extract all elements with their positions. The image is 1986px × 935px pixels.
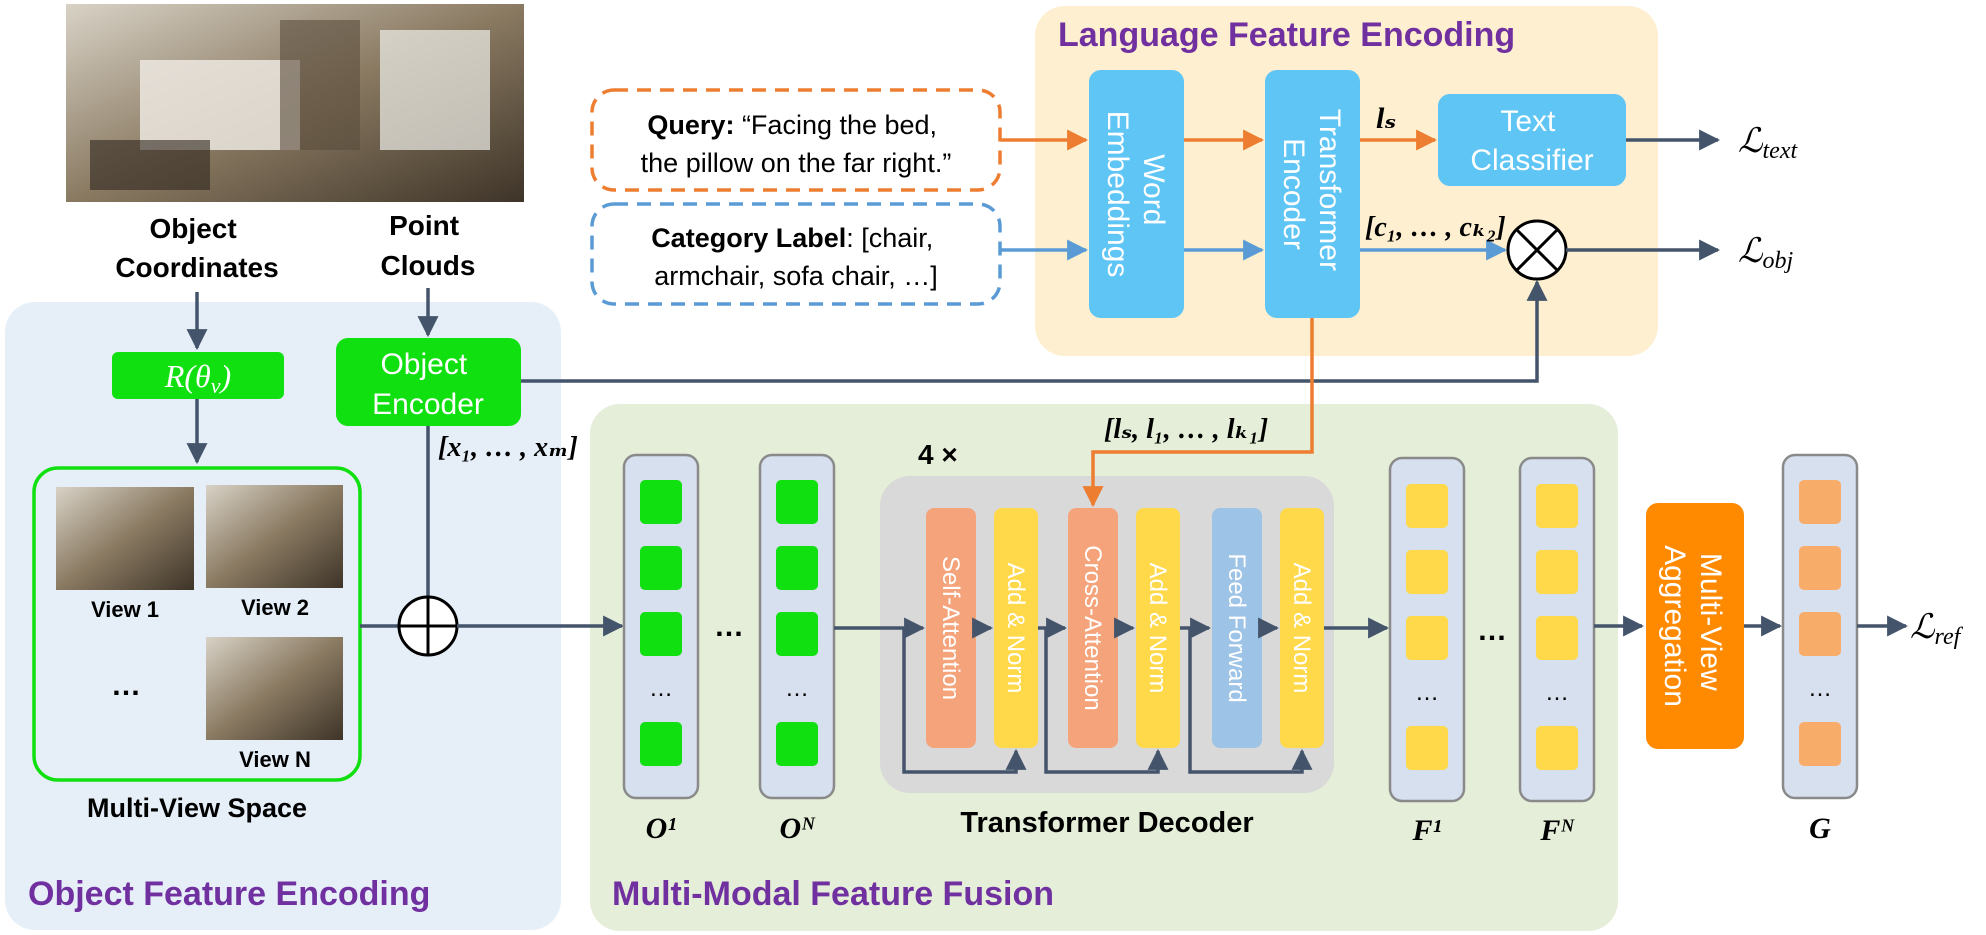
view-1-thumbnail xyxy=(56,487,194,590)
feed-forward-block xyxy=(1212,508,1262,748)
plus-node xyxy=(397,595,459,657)
rotation-label: R(θv) xyxy=(164,358,231,398)
ls-label: lₛ xyxy=(1376,102,1396,135)
svg-text:…: … xyxy=(649,675,673,702)
f-ellipsis: … xyxy=(1477,614,1507,647)
add-norm-label-1: Add & Norm xyxy=(1002,563,1029,694)
f1-label: F¹ xyxy=(1411,814,1441,847)
rotation-block xyxy=(112,352,284,399)
views-ellipsis: … xyxy=(111,669,141,702)
svg-text:…: … xyxy=(785,675,809,702)
add-norm-block-1 xyxy=(994,508,1038,748)
point-clouds-label: Point Clouds xyxy=(381,210,476,281)
add-norm-block-2 xyxy=(1136,508,1180,748)
text-classifier-label: Text Classifier xyxy=(1470,105,1593,177)
svg-text:…: … xyxy=(1808,675,1832,702)
view-n-label: View N xyxy=(239,747,311,772)
cross-attention-block xyxy=(1068,508,1118,748)
add-norm-label-3: Add & Norm xyxy=(1288,563,1315,694)
g-label: G xyxy=(1809,812,1831,845)
x-seq-label: [x₁, … , xₘ] xyxy=(438,432,578,463)
object-feature-panel xyxy=(5,302,561,930)
view-2-thumbnail xyxy=(206,485,343,588)
language-panel-title: Language Feature Encoding xyxy=(1058,16,1515,54)
encoder-to-cross-attention-arrow xyxy=(1082,318,1314,508)
self-attention-label: Self-Attention xyxy=(937,556,964,700)
add-norm-label-2: Add & Norm xyxy=(1144,563,1171,694)
fn-column: … xyxy=(1518,456,1596,803)
multi-view-space-label: Multi-View Space xyxy=(87,793,307,823)
on-label: Oᴺ xyxy=(780,812,817,845)
multi-view-space-box xyxy=(32,466,362,782)
fusion-panel-title: Multi-Modal Feature Fusion xyxy=(612,875,1054,913)
scene-pointcloud-image xyxy=(66,4,524,202)
loss-text: ℒtext xyxy=(1738,123,1798,164)
category-label-text: Category Label: [chair, armchair, sofa c… xyxy=(651,223,941,291)
add-norm-block-3 xyxy=(1280,508,1324,748)
view-n-thumbnail xyxy=(206,637,343,740)
cross-attention-label: Cross-Attention xyxy=(1079,545,1106,710)
residual-3 xyxy=(1188,628,1313,774)
residual-1 xyxy=(902,628,1027,774)
feed-forward-label: Feed Forward xyxy=(1223,553,1250,702)
fn-label: Fᴺ xyxy=(1539,814,1575,847)
o1-label: O¹ xyxy=(646,812,677,845)
o-ellipsis: … xyxy=(714,610,744,643)
object-encoder-block xyxy=(336,338,521,426)
g-column: … xyxy=(1781,453,1859,800)
residual-2 xyxy=(1044,628,1169,774)
on-column: … xyxy=(758,453,836,800)
l-seq-label: [lₛ, l₁, … , lₖ₁] xyxy=(1104,414,1268,445)
c-seq-label: [c₁, … , cₖ₂] xyxy=(1365,212,1506,243)
multi-view-aggregation-label: Multi-View Aggregation xyxy=(1658,545,1727,707)
transformer-decoder-label: Transformer Decoder xyxy=(960,807,1253,839)
query-text: Query: “Facing the bed, the pillow on th… xyxy=(641,110,952,178)
o1-column: … xyxy=(622,453,700,800)
svg-text:…: … xyxy=(1545,679,1569,706)
multi-view-aggregation-block xyxy=(1646,503,1744,749)
text-classifier-block xyxy=(1438,94,1626,186)
object-coordinates-label: Object Coordinates xyxy=(115,213,278,283)
multiply-node xyxy=(1506,219,1568,281)
object-encoder-label: Object Encoder xyxy=(372,348,484,421)
svg-text:…: … xyxy=(1415,679,1439,706)
view-1-label: View 1 xyxy=(91,597,159,622)
loss-obj: ℒobj xyxy=(1738,233,1794,274)
loss-ref: ℒref xyxy=(1910,609,1964,650)
transformer-encoder-label: Transformer Encoder xyxy=(1277,109,1346,280)
decoder-repeat-label: 4 × xyxy=(918,439,958,470)
word-embeddings-block xyxy=(1089,70,1184,318)
transformer-encoder-block xyxy=(1265,70,1360,318)
object-panel-title: Object Feature Encoding xyxy=(28,875,430,913)
f1-column: … xyxy=(1388,456,1466,803)
encoder-to-multiply-line xyxy=(521,279,1548,383)
word-embeddings-label: Word Embeddings xyxy=(1101,111,1170,278)
view-2-label: View 2 xyxy=(241,595,309,620)
self-attention-block xyxy=(926,508,976,748)
category-label-box xyxy=(590,202,1002,306)
